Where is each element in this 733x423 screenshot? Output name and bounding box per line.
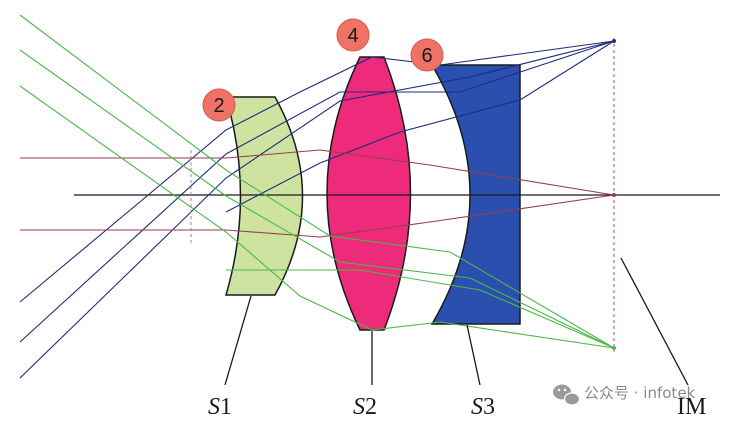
blue-ray [19, 40, 615, 379]
lens-s1 [224, 96, 304, 296]
label-s2: S2 [353, 394, 377, 420]
blue-ray-bundle [19, 40, 615, 379]
svg-text:2: 2 [213, 95, 224, 117]
blue-ray [19, 40, 615, 303]
wechat-icon [553, 384, 581, 406]
red-ray-bundle [20, 149, 615, 238]
label-s3: S3 [471, 394, 495, 420]
surface-marker-4: 4 [336, 18, 370, 52]
red-ray [20, 194, 615, 238]
blue-ray [225, 40, 615, 213]
red-ray [20, 149, 615, 196]
leader-line-im [620, 257, 689, 386]
watermark: 公众号 · infotek [553, 384, 696, 406]
green-ray [19, 85, 615, 349]
svg-text:6: 6 [421, 45, 432, 67]
label-s1: S1 [208, 394, 232, 420]
surface-marker-6: 6 [410, 38, 444, 72]
green-ray [226, 269, 615, 349]
image-point-top [612, 39, 616, 43]
blue-ray [19, 40, 615, 343]
svg-text:4: 4 [347, 25, 358, 47]
green-ray [19, 14, 615, 349]
watermark-text: 公众号 · infotek [584, 384, 696, 402]
lens-s2 [326, 56, 412, 331]
green-ray [19, 49, 615, 349]
green-ray-bundle [19, 14, 615, 349]
label-image-plane: IM [677, 394, 706, 420]
leader-line-s1 [224, 295, 252, 386]
image-point-bottom [612, 346, 616, 350]
surface-marker-2: 2 [202, 88, 236, 122]
image-point-axis [612, 193, 616, 197]
leader-line-s3 [466, 324, 481, 386]
